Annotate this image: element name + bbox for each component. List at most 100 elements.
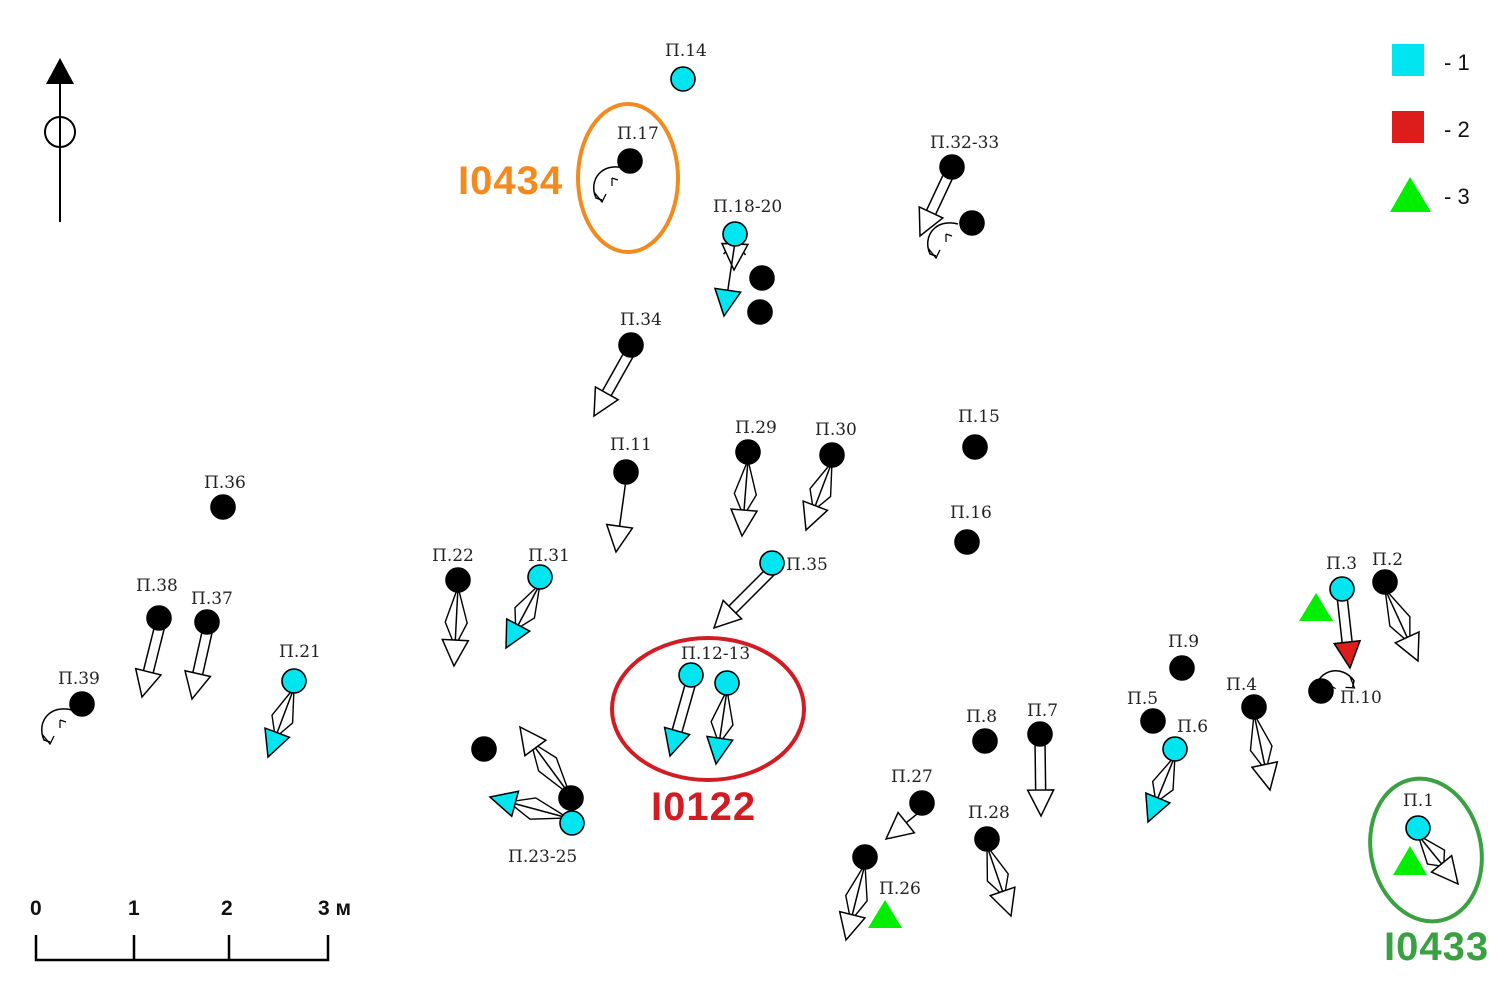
arrow-head	[802, 499, 829, 532]
arrow-head	[264, 726, 291, 759]
burial-marker-black	[69, 691, 95, 717]
direction-arrow	[505, 582, 542, 650]
burial-label: П.31	[528, 546, 570, 566]
direction-arrow	[264, 685, 295, 759]
burial-marker-cyan	[714, 670, 740, 696]
direction-arrow	[1249, 711, 1279, 792]
direction-arrow	[918, 169, 956, 238]
burial-marker-black	[1027, 721, 1053, 747]
burial-marker-black	[939, 154, 965, 180]
scale-tick-1: 1	[128, 897, 140, 920]
burial-label: П.35	[786, 555, 828, 575]
burial-marker-cyan	[1162, 736, 1188, 762]
legend-swatch-red	[1392, 111, 1424, 143]
arrow-head	[1250, 760, 1279, 792]
direction-arrow	[705, 687, 734, 766]
burial-marker-cyan	[559, 810, 585, 836]
burial-marker-cyan	[759, 550, 785, 576]
green-triangle-marker	[868, 900, 902, 928]
burial-marker-black	[1372, 569, 1398, 595]
direction-arrow	[1332, 595, 1362, 670]
burial-marker-black	[954, 529, 980, 555]
scale-bar: 0 1 2 3 м	[30, 897, 351, 962]
direction-arrow	[838, 861, 868, 942]
arrow-head	[663, 726, 691, 758]
burial-marker-black	[558, 785, 584, 811]
arrow-head	[988, 886, 1016, 918]
burial-label: П.5	[1127, 689, 1158, 709]
burial-label: П.21	[279, 642, 321, 662]
burial-label: П.11	[610, 435, 652, 455]
direction-arrow	[729, 457, 759, 538]
burial-marker-cyan	[281, 668, 307, 694]
burial-marker-black	[617, 148, 643, 174]
arrow-head	[519, 725, 548, 757]
burial-marker-black	[146, 605, 172, 631]
burial-label: П.32-33	[930, 133, 999, 153]
direction-arrow	[488, 790, 571, 820]
direction-arrow	[713, 241, 742, 318]
curved-turn-arrow-icon	[592, 166, 625, 203]
direction-arrow	[519, 725, 572, 798]
burial-marker-black	[1140, 708, 1166, 734]
site-id-i0433: I0433	[1384, 925, 1489, 969]
burial-label: П.34	[620, 310, 662, 330]
burial-marker-cyan	[527, 564, 553, 590]
arrow-head	[1332, 639, 1362, 670]
burial-labels: П.14 П.17 П.18-20 П.32-33 П.34 П.11 П.29…	[58, 41, 1434, 899]
direction-arrow	[802, 459, 833, 532]
burial-label: П.9	[1168, 632, 1199, 652]
burial-label: П.4	[1226, 675, 1257, 695]
direction-arrow	[184, 626, 214, 701]
legend: - 1 - 2 - 3	[1390, 44, 1470, 212]
burial-label: П.26	[879, 879, 921, 899]
green-triangle-marker	[1299, 593, 1333, 621]
direction-arrow	[441, 584, 470, 668]
burial-marker-black	[735, 439, 761, 465]
burial-marker-black	[194, 609, 220, 635]
burial-marker-black	[959, 210, 985, 236]
arrow-head	[1144, 791, 1172, 824]
burial-label: П.39	[58, 669, 100, 689]
burial-marker-black	[819, 442, 845, 468]
burial-label: П.7	[1027, 701, 1058, 721]
direction-arrow	[986, 843, 1016, 918]
burial-marker-black	[618, 332, 644, 358]
burial-marker-cyan	[1405, 815, 1431, 841]
burial-marker-black	[471, 736, 497, 762]
burial-label: П.3	[1326, 554, 1357, 574]
burial-markers	[69, 66, 1431, 870]
burial-marker-cyan	[1329, 576, 1355, 602]
arrow-head	[488, 790, 520, 818]
green-triangle-marker	[1393, 846, 1427, 875]
burial-label: П.36	[204, 473, 246, 493]
arrow-head	[918, 205, 945, 238]
burial-label: П.12-13	[681, 644, 750, 664]
arrow-head	[441, 638, 470, 668]
direction-arrow	[663, 680, 697, 758]
legend-label-3: - 3	[1444, 184, 1470, 209]
site-outline-i0433	[1368, 776, 1484, 924]
arrow-head	[605, 523, 634, 554]
direction-arrow	[593, 349, 636, 418]
arrow-head	[729, 508, 759, 538]
north-arrow-icon	[44, 58, 76, 222]
burial-label: П.30	[815, 420, 857, 440]
burial-label: П.23-25	[508, 847, 577, 867]
burial-marker-black	[210, 494, 236, 520]
burial-label: П.17	[617, 124, 659, 144]
burial-marker-black	[445, 567, 471, 593]
burial-marker-black	[962, 434, 988, 460]
arrow-head	[1430, 854, 1460, 886]
site-id-i0122: I0122	[651, 785, 756, 829]
arrow-head	[713, 287, 742, 318]
burial-label: П.16	[950, 503, 992, 523]
burial-label: П.28	[968, 803, 1010, 823]
burial-marker-black	[972, 728, 998, 754]
burial-marker-black	[974, 826, 1000, 852]
arrow-head	[712, 599, 743, 630]
burial-label: П.2	[1372, 550, 1403, 570]
burial-marker-black	[1241, 694, 1267, 720]
arrow-head	[1393, 630, 1420, 663]
direction-arrow	[712, 565, 777, 630]
